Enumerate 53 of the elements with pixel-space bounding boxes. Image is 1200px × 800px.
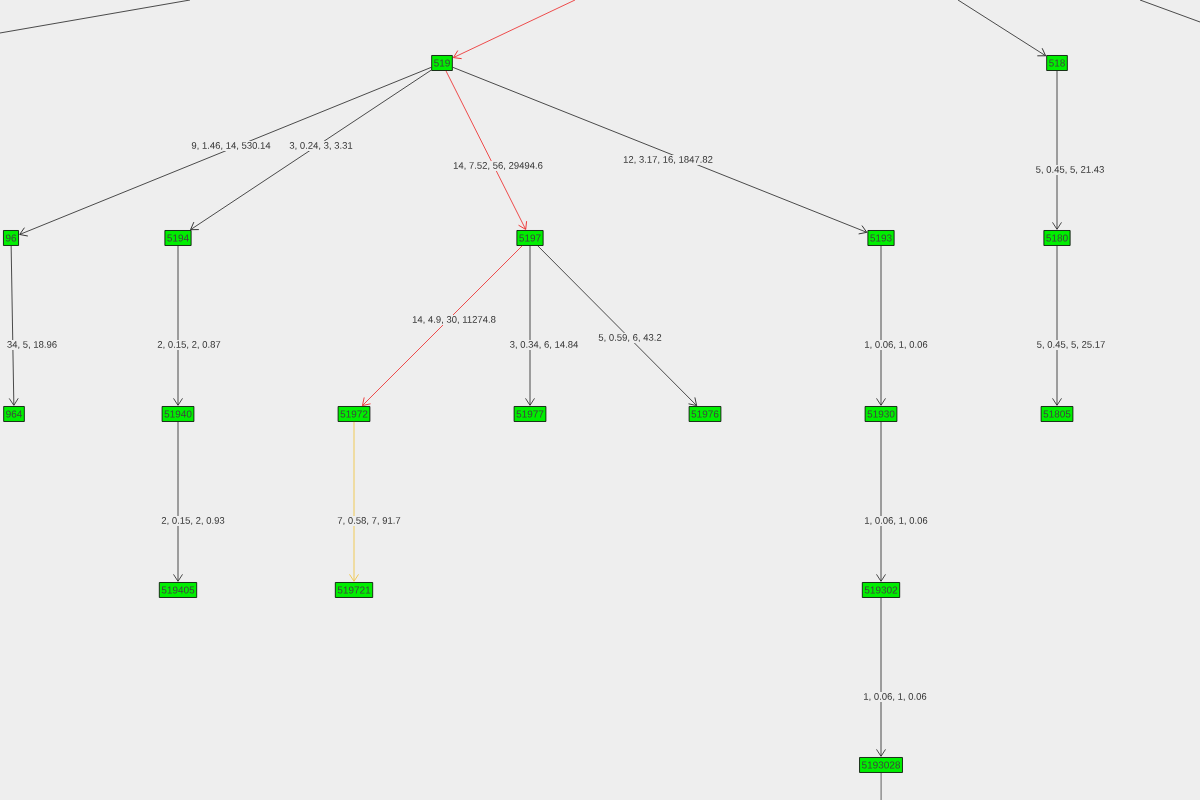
- node-box: 51805: [1040, 406, 1074, 422]
- node-box: 5194: [164, 230, 192, 246]
- arrow: [445, 70, 527, 230]
- edge-label: 3, 0.34, 6, 14.84: [508, 340, 580, 350]
- node-box: 519721: [334, 582, 374, 598]
- arrow: [173, 421, 183, 582]
- arrow: [452, 66, 868, 235]
- arrow: [349, 421, 359, 582]
- edge-label: 34, 5, 18.96: [5, 340, 59, 350]
- arrow: [453, 0, 576, 60]
- edge-label: 1, 0.06, 1, 0.06: [862, 692, 928, 702]
- edge-label: 2, 0.15, 2, 0.93: [160, 516, 226, 526]
- node-box: 51977: [513, 406, 547, 422]
- arrow: [525, 245, 535, 406]
- edge-label: 5, 0.59, 6, 43.2: [597, 333, 663, 343]
- arrow: [19, 66, 432, 237]
- arrow: [173, 245, 183, 406]
- node-box: 51972: [337, 406, 371, 422]
- arrow: [362, 245, 523, 406]
- edge-label: 14, 7.52, 56, 29494.6: [452, 161, 544, 171]
- edge-label: 9, 1.46, 14, 530.14: [190, 141, 272, 151]
- arrow: [957, 0, 1047, 57]
- edge-label: 3, 0.24, 3, 3.31: [288, 141, 354, 151]
- edge-label: 5, 0.45, 5, 25.17: [1035, 340, 1107, 350]
- arrow: [1052, 70, 1062, 230]
- node-box: 5193: [867, 230, 895, 246]
- node-box: 964: [3, 406, 25, 422]
- edge-label: 7, 0.58, 7, 91.7: [336, 516, 402, 526]
- node-box: 51940: [161, 406, 195, 422]
- arrow: [876, 245, 886, 406]
- node-box: 519: [431, 55, 453, 71]
- node-box: 5197: [516, 230, 544, 246]
- node-box: 5193028: [859, 757, 903, 773]
- edge-label: 1, 0.06, 1, 0.06: [863, 340, 929, 350]
- node-box: 518: [1046, 55, 1068, 71]
- arrow: [8, 245, 19, 406]
- edge-line: [880, 772, 882, 800]
- node-box: 5180: [1043, 230, 1071, 246]
- arrow: [537, 245, 698, 406]
- node-box: 519302: [861, 582, 901, 598]
- node-box: 51976: [688, 406, 722, 422]
- edge-label: 12, 3.17, 16, 1847.82: [622, 155, 714, 165]
- edge-label: 1, 0.06, 1, 0.06: [863, 516, 929, 526]
- edge-label: 2, 0.15, 2, 0.87: [156, 340, 222, 350]
- node-box: 519405: [158, 582, 198, 598]
- arrow: [876, 597, 886, 757]
- node-box: 96: [3, 230, 19, 246]
- node-box: 51930: [864, 406, 898, 422]
- edge-label: 14, 4.9, 30, 11274.8: [411, 315, 497, 325]
- arrow: [1052, 245, 1062, 406]
- edge-label: 5, 0.45, 5, 21.43: [1034, 165, 1106, 175]
- arrow: [876, 421, 886, 582]
- arrow: [190, 69, 432, 231]
